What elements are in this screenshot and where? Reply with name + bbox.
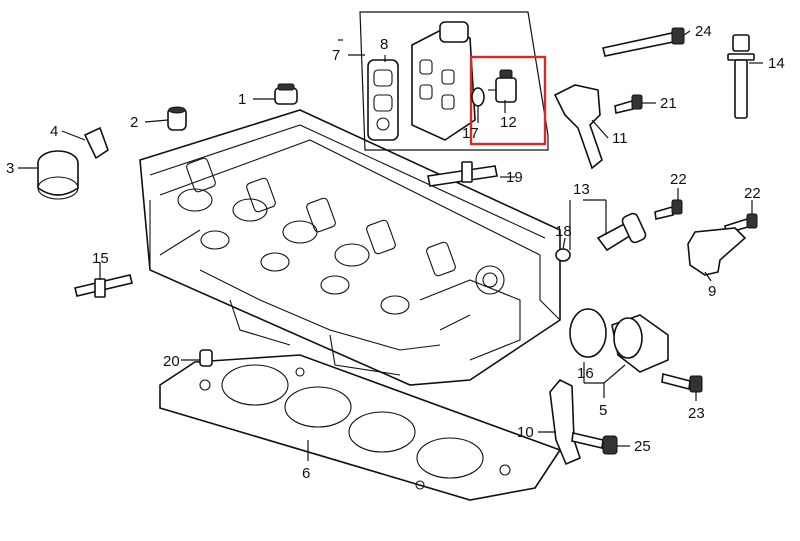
callout-14: 14 xyxy=(768,55,785,72)
callout-labels: 1 2 3 4 5 6 7 8 9 10 11 12 13 14 15 16 1… xyxy=(6,23,785,482)
callout-6: 6 xyxy=(302,465,310,482)
o-ring-17 xyxy=(471,87,485,107)
bolt-24 xyxy=(602,27,685,57)
head-gasket-6 xyxy=(159,354,562,501)
callout-7: 7 xyxy=(332,47,340,64)
callout-19: 19 xyxy=(506,169,523,186)
callout-24: 24 xyxy=(695,23,712,40)
engine-hanger-9 xyxy=(687,227,747,276)
dowel-pin-20 xyxy=(199,349,213,367)
callout-8: 8 xyxy=(380,36,388,53)
stud-bolt-19 xyxy=(427,161,498,187)
bolt-22a xyxy=(654,199,683,220)
plug-1 xyxy=(274,83,298,105)
stud-bolt-14 xyxy=(727,34,755,119)
highlight-box xyxy=(469,55,547,146)
callout-1: 1 xyxy=(238,91,246,108)
callout-22b: 22 xyxy=(744,185,761,202)
plug-3 xyxy=(37,150,79,200)
callout-10: 10 xyxy=(517,424,534,441)
callout-25: 25 xyxy=(634,438,651,455)
callout-2: 2 xyxy=(130,114,138,131)
callout-17: 17 xyxy=(462,125,479,142)
o-ring-18 xyxy=(555,248,571,262)
callout-18: 18 xyxy=(555,223,572,240)
sensor-4 xyxy=(83,126,109,160)
callout-4: 4 xyxy=(50,123,58,140)
callout-20: 20 xyxy=(163,353,180,370)
oil-control-valve-assembly xyxy=(411,21,476,141)
leader-lines xyxy=(18,30,763,461)
water-outlet-5 xyxy=(611,314,669,373)
seal-2 xyxy=(167,106,187,131)
oil-pressure-switch-12 xyxy=(488,69,517,103)
inset-frame xyxy=(359,11,549,151)
callout-22a: 22 xyxy=(670,171,687,188)
stud-bolt-15 xyxy=(74,274,133,298)
bolt-21 xyxy=(614,94,643,114)
cam-position-sensor-13 xyxy=(596,212,647,252)
bolt-25 xyxy=(571,432,618,455)
callout-23: 23 xyxy=(688,405,705,422)
callout-21: 21 xyxy=(660,95,677,112)
bolt-23 xyxy=(661,372,703,393)
bracket-10 xyxy=(549,379,581,466)
callout-5: 5 xyxy=(599,402,607,419)
gasket-16 xyxy=(569,308,607,358)
callout-9: 9 xyxy=(708,283,716,300)
bracket-11 xyxy=(553,84,603,170)
callout-11: 11 xyxy=(612,130,628,147)
gasket-8 xyxy=(367,59,399,141)
callout-16: 16 xyxy=(577,365,594,382)
callout-13: 13 xyxy=(573,181,590,198)
cylinder-head xyxy=(139,109,561,386)
callout-15: 15 xyxy=(92,250,109,267)
callout-12: 12 xyxy=(500,114,517,131)
callout-3: 3 xyxy=(6,160,14,177)
